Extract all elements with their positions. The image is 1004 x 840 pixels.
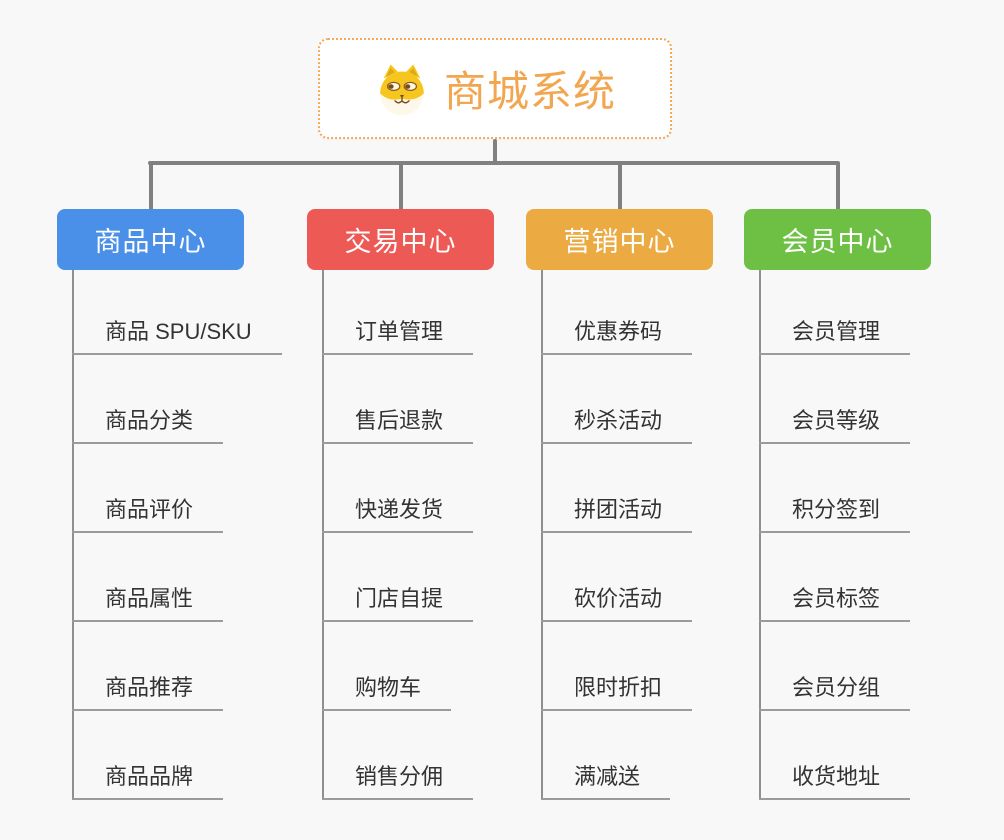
mindmap-item[interactable]: 收货地址 xyxy=(759,762,911,800)
branch-header-marketing-center[interactable]: 营销中心 xyxy=(526,209,713,270)
mindmap-item[interactable]: 快递发货 xyxy=(322,495,474,533)
mindmap-item[interactable]: 秒杀活动 xyxy=(541,406,693,444)
mindmap-item[interactable]: 商品推荐 xyxy=(72,673,224,711)
root-node[interactable]: 商城系统 xyxy=(318,38,672,139)
connector-drop-trade-center xyxy=(399,161,403,211)
mindmap-item[interactable]: 会员等级 xyxy=(759,406,911,444)
root-title: 商城系统 xyxy=(443,68,616,115)
branch-trunk-line-product-center xyxy=(72,270,74,800)
branch-trunk-line-marketing-center xyxy=(541,270,543,800)
mindmap-item[interactable]: 砍价活动 xyxy=(541,584,693,622)
mindmap-item[interactable]: 积分签到 xyxy=(759,495,911,533)
mindmap-item[interactable]: 商品品牌 xyxy=(72,762,224,800)
connector-drop-member-center xyxy=(836,161,840,211)
mindmap-item[interactable]: 商品属性 xyxy=(72,584,224,622)
connector-drop-marketing-center xyxy=(618,161,622,211)
connector-drop-product-center xyxy=(149,161,153,211)
mindmap-item[interactable]: 商品评价 xyxy=(72,495,224,533)
mindmap-item[interactable]: 售后退款 xyxy=(322,406,474,444)
mindmap-item[interactable]: 优惠券码 xyxy=(541,317,693,355)
mindmap-item[interactable]: 购物车 xyxy=(322,673,452,711)
mindmap-item[interactable]: 拼团活动 xyxy=(541,495,693,533)
mindmap-item[interactable]: 会员标签 xyxy=(759,584,911,622)
connector-horizontal xyxy=(148,161,839,165)
shiba-dog-icon xyxy=(380,64,424,115)
mindmap-item[interactable]: 限时折扣 xyxy=(541,673,693,711)
branch-header-trade-center[interactable]: 交易中心 xyxy=(307,209,494,270)
mindmap-item[interactable]: 商品分类 xyxy=(72,406,224,444)
branch-header-member-center[interactable]: 会员中心 xyxy=(744,209,931,270)
branch-header-product-center[interactable]: 商品中心 xyxy=(57,209,244,270)
branch-trunk-line-member-center xyxy=(759,270,761,800)
mindmap-item[interactable]: 会员分组 xyxy=(759,673,911,711)
mindmap-item[interactable]: 门店自提 xyxy=(322,584,474,622)
mindmap-item[interactable]: 订单管理 xyxy=(322,317,474,355)
branch-trunk-line-trade-center xyxy=(322,270,324,800)
mindmap-item[interactable]: 会员管理 xyxy=(759,317,911,355)
mindmap-item[interactable]: 销售分佣 xyxy=(322,762,474,800)
root-connector-line xyxy=(493,139,497,165)
mindmap-item[interactable]: 满减送 xyxy=(541,762,671,800)
mindmap-item[interactable]: 商品 SPU/SKU xyxy=(72,317,282,355)
